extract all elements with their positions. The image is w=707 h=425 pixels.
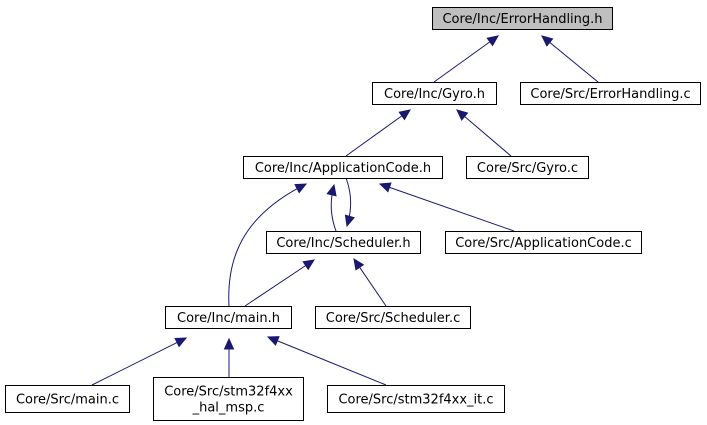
node-label: Core/Inc/ApplicationCode.h — [255, 161, 431, 176]
node-box — [445, 231, 642, 254]
node-label: Core/Src/ApplicationCode.c — [455, 236, 632, 251]
node-box — [327, 385, 505, 413]
edge-arrowhead — [378, 182, 392, 193]
node-sched-c[interactable]: Core/Src/Scheduler.c — [315, 306, 471, 329]
node-box — [266, 231, 421, 254]
node-box — [372, 82, 497, 105]
edge-line — [267, 336, 387, 386]
edge-arrowhead — [486, 35, 499, 47]
node-box — [153, 377, 304, 421]
edge-arrowhead — [398, 109, 411, 121]
node-label: Core/Src/stm32f4xx_it.c — [338, 393, 493, 408]
edge-main_h-to-app_h — [228, 183, 308, 307]
node-eh-h[interactable]: Core/Inc/ErrorHandling.h — [432, 7, 613, 30]
node-box — [315, 306, 471, 329]
edge-app_h-to-sched_h — [344, 177, 355, 228]
node-label: Core/Src/ErrorHandling.c — [530, 87, 690, 102]
edge-line — [379, 183, 515, 232]
edge-arrowhead — [174, 337, 188, 348]
node-box — [5, 385, 130, 413]
edge-arrowhead — [456, 109, 469, 121]
node-app-h[interactable]: Core/Inc/ApplicationCode.h — [243, 156, 443, 179]
node-sched-h[interactable]: Core/Inc/Scheduler.h — [266, 231, 421, 254]
node-main-c[interactable]: Core/Src/main.c — [5, 385, 130, 413]
node-box — [520, 82, 701, 105]
node-label: Core/Inc/main.h — [177, 311, 280, 326]
edge-line — [330, 184, 337, 232]
node-label: Core/Inc/ErrorHandling.h — [442, 12, 602, 27]
edge-gyro_c-to-gyro_h — [456, 109, 512, 157]
edge-arrowhead — [223, 337, 235, 350]
edge-line — [541, 35, 599, 83]
edge-line — [345, 109, 411, 157]
node-main-h[interactable]: Core/Inc/main.h — [165, 306, 292, 329]
edge-arrowhead — [302, 259, 316, 271]
node-eh-c[interactable]: Core/Src/ErrorHandling.c — [520, 82, 701, 105]
edge-eh_c-to-eh_h — [541, 35, 599, 83]
node-label: Core/Src/main.c — [16, 393, 119, 408]
node-label: Core/Inc/Scheduler.h — [276, 236, 410, 251]
edge-main_c-to-main_h — [91, 337, 188, 386]
edge-msp_c-to-main_h — [223, 337, 235, 377]
edge-sched_c-to-sched_h — [353, 257, 387, 307]
node-box — [243, 156, 443, 179]
node-it-c[interactable]: Core/Src/stm32f4xx_it.c — [327, 385, 505, 413]
node-label: _hal_msp.c — [192, 401, 265, 416]
edge-line — [91, 337, 187, 386]
node-box — [432, 7, 613, 30]
edge-arrowhead — [266, 336, 280, 346]
edge-sched_h-to-app_h — [326, 183, 337, 232]
edge-app_h-to-gyro_h — [345, 109, 411, 157]
edge-it_c-to-main_h — [266, 336, 387, 386]
node-box — [466, 156, 589, 179]
edge-arrowhead — [353, 257, 365, 271]
edges-layer — [91, 35, 599, 386]
edge-gyro_h-to-eh_h — [433, 35, 499, 83]
node-box — [165, 306, 292, 329]
edge-line — [345, 177, 352, 227]
node-label: Core/Inc/Gyro.h — [384, 87, 485, 102]
edge-arrowhead — [344, 214, 355, 228]
node-label: Core/Src/Gyro.c — [477, 161, 578, 176]
edge-line — [433, 35, 499, 83]
edge-line — [456, 109, 512, 157]
edge-app_c-to-app_h — [378, 182, 515, 232]
edge-arrowhead — [294, 183, 308, 194]
node-gyro-c[interactable]: Core/Src/Gyro.c — [466, 156, 589, 179]
edge-arrowhead — [541, 35, 554, 47]
node-label: Core/Src/stm32f4xx — [164, 385, 293, 400]
edge-arrowhead — [326, 183, 337, 197]
edge-main_h-to-sched_h — [244, 259, 316, 307]
node-label: Core/Src/Scheduler.c — [326, 311, 460, 326]
edge-line — [244, 259, 315, 307]
node-msp-c[interactable]: Core/Src/stm32f4xx_hal_msp.c — [153, 377, 304, 421]
node-gyro-h[interactable]: Core/Inc/Gyro.h — [372, 82, 497, 105]
node-app-c[interactable]: Core/Src/ApplicationCode.c — [445, 231, 642, 254]
edge-line — [228, 183, 307, 307]
